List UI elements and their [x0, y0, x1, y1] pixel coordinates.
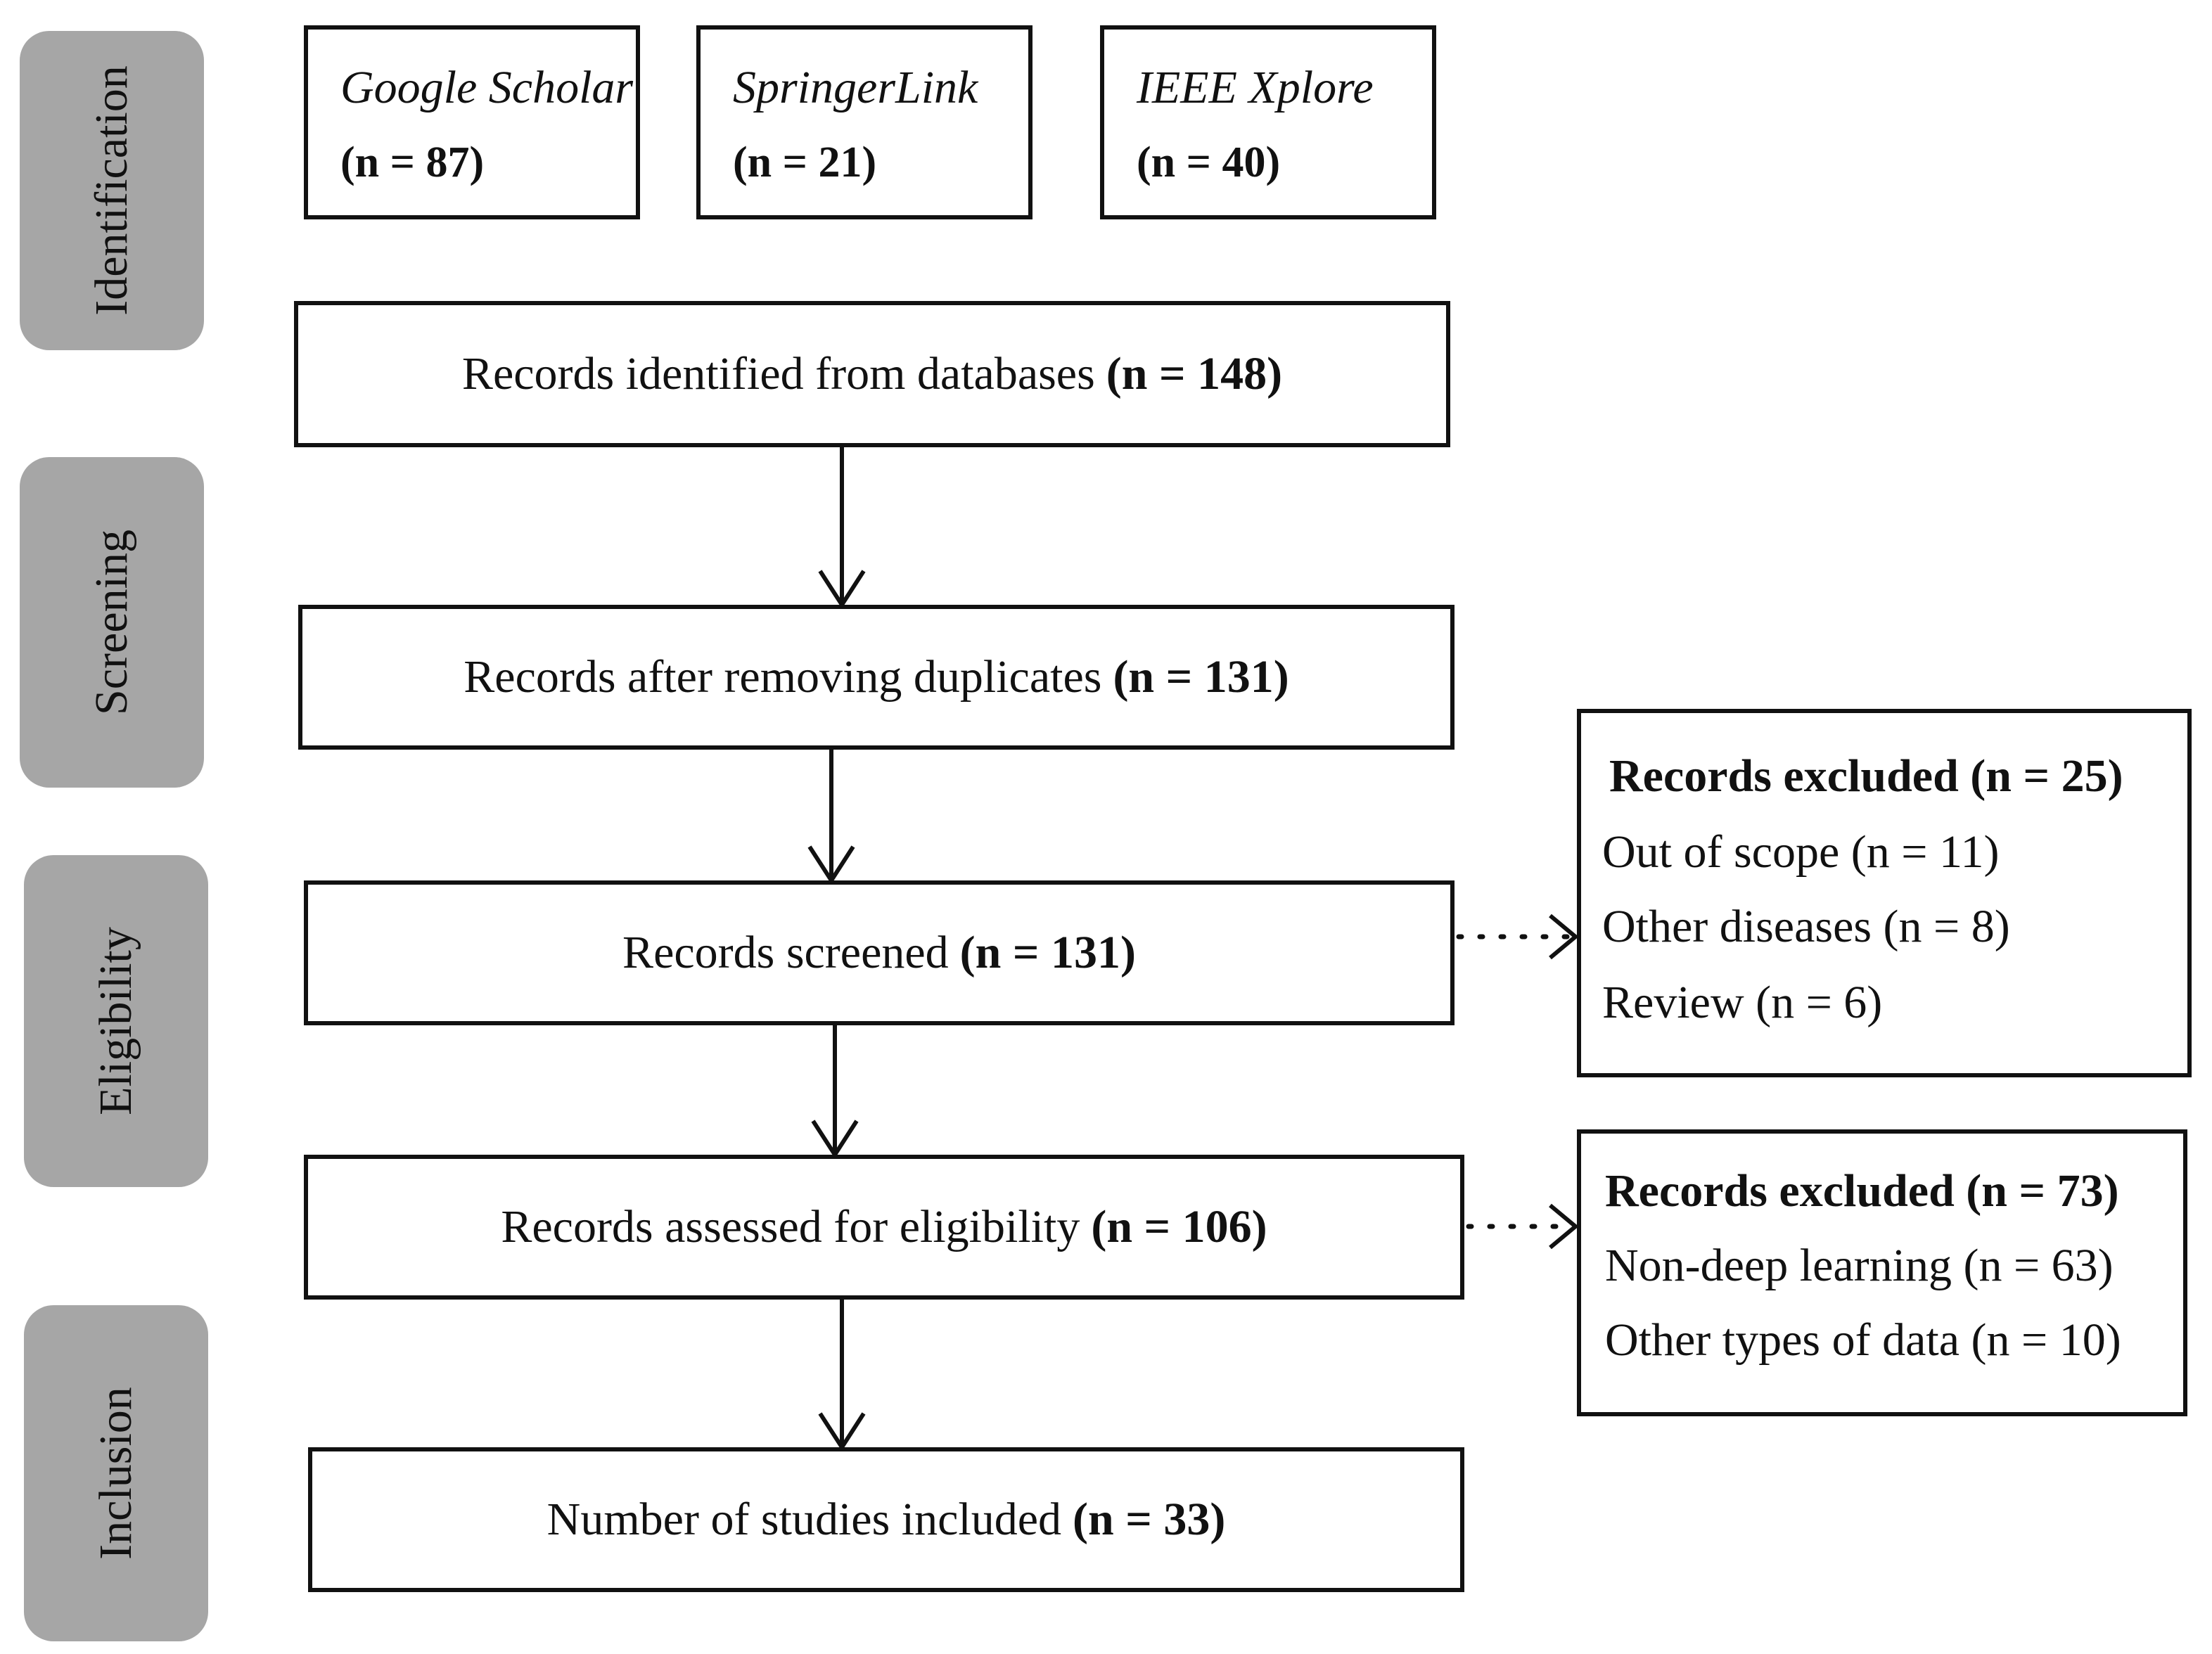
step-count: (n = 106) — [1091, 1201, 1267, 1252]
step-count: (n = 148) — [1106, 348, 1283, 399]
source-name: SpringerLink — [733, 62, 978, 113]
exclusion-item: Review (n = 6) — [1602, 977, 1883, 1028]
source-name: IEEE Xplore — [1137, 62, 1374, 113]
step-count: (n = 33) — [1073, 1494, 1226, 1545]
source-count: (n = 21) — [733, 139, 877, 186]
phase-inclusion: Inclusion — [24, 1305, 208, 1641]
exclusion-box-eligibility: Records excluded (n = 73) Non-deep learn… — [1577, 1129, 2187, 1416]
step-label: Records assessed for eligibility — [501, 1201, 1080, 1252]
source-count: (n = 87) — [340, 139, 485, 186]
step-records-deduplicated: Records after removing duplicates (n = 1… — [298, 605, 1455, 750]
step-label: Number of studies included — [546, 1494, 1062, 1545]
source-ieee-xplore: IEEE Xplore (n = 40) — [1100, 25, 1436, 219]
step-count: (n = 131) — [959, 927, 1136, 978]
exclusion-box-screening: Records excluded (n = 25) Out of scope (… — [1577, 709, 2192, 1077]
exclusion-item: Out of scope (n = 11) — [1602, 826, 2000, 878]
arrow-screened-to-assessed — [811, 1025, 859, 1159]
step-label: Records screened — [622, 927, 949, 978]
arrow-deduplicated-to-screened — [807, 750, 855, 885]
exclusion-item: Other types of data (n = 10) — [1605, 1314, 2121, 1366]
phase-eligibility: Eligibility — [24, 855, 208, 1187]
source-springerlink: SpringerLink (n = 21) — [696, 25, 1033, 219]
step-label: Records after removing duplicates — [464, 651, 1102, 703]
arrow-assessed-to-included — [818, 1300, 866, 1451]
arrow-screened-to-exclusion — [1456, 913, 1579, 960]
source-count: (n = 40) — [1137, 139, 1281, 186]
step-count: (n = 131) — [1113, 651, 1289, 703]
arrow-identified-to-deduplicated — [818, 447, 866, 609]
exclusion-title: Records excluded (n = 25) — [1609, 750, 2123, 802]
arrow-assessed-to-exclusion — [1466, 1203, 1579, 1250]
phase-screening: Screening — [20, 457, 204, 788]
source-google-scholar: Google Scholar (n = 87) — [304, 25, 640, 219]
step-studies-included: Number of studies included (n = 33) — [308, 1447, 1464, 1592]
exclusion-item: Non-deep learning (n = 63) — [1605, 1240, 2114, 1291]
step-records-screened: Records screened (n = 131) — [304, 880, 1455, 1025]
step-records-assessed: Records assessed for eligibility (n = 10… — [304, 1155, 1464, 1300]
source-name: Google Scholar — [340, 62, 634, 113]
step-label: Records identified from databases — [461, 348, 1095, 399]
exclusion-title: Records excluded (n = 73) — [1605, 1165, 2119, 1217]
phase-identification: Identification — [20, 31, 204, 350]
step-records-identified: Records identified from databases (n = 1… — [294, 301, 1450, 447]
exclusion-item: Other diseases (n = 8) — [1602, 901, 2010, 952]
